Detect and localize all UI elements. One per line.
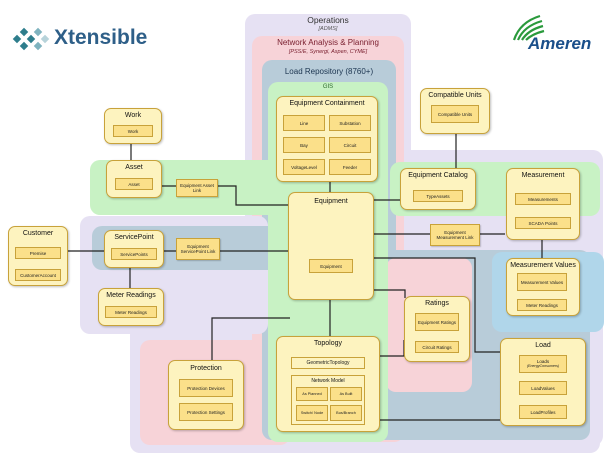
ratings-title: Ratings	[425, 300, 449, 307]
operations-sublabel: [ADMS]	[318, 26, 338, 32]
load-box: Load Loads (EnergyConsumers) LoadValues …	[500, 338, 586, 426]
meter-readings-item: Meter Readings	[105, 306, 157, 318]
containment-substation: Substation	[329, 115, 371, 131]
equipment-measurement-link: Equipment Measurement Link	[430, 224, 480, 246]
ratings-circuit: Circuit Ratings	[415, 341, 459, 353]
load-title: Load	[535, 342, 551, 349]
equipment-containment-title: Equipment Containment	[289, 100, 365, 107]
topology-title: Topology	[313, 340, 343, 347]
equipment-protection-connector	[211, 317, 290, 360]
containment-bay: Bay	[283, 137, 325, 153]
servicepoint-title: ServicePoint	[114, 234, 154, 241]
equipment-load-connector	[373, 257, 500, 353]
network-model-box: Network Model As Planned As Built Switch…	[291, 375, 365, 425]
equipment-box: Equipment Equipment	[288, 192, 374, 300]
customer-account: CustomerAccount	[15, 269, 61, 281]
xtensible-mark-icon	[12, 27, 50, 51]
equipment-catalog-item: TypeAssets	[413, 190, 463, 202]
network-model-bus-branch: Bus/Branch	[330, 405, 362, 421]
repository-label: Load Repository (8760+)	[284, 67, 374, 76]
work-box: Work Work	[104, 108, 162, 144]
ratings-equipment: Equipment Ratings	[415, 313, 459, 331]
gis-label: GIS	[322, 84, 334, 90]
network-model-switch-node: Switch/ Node	[296, 405, 328, 421]
xtensible-logo: Xtensible	[12, 26, 162, 54]
equipment-title: Equipment	[314, 198, 348, 205]
load-values: LoadValues	[519, 381, 567, 395]
load-loads: Loads (EnergyConsumers)	[519, 355, 567, 373]
containment-voltagelevel: VoltageLevel	[283, 159, 325, 175]
asset-box: Asset Asset	[106, 160, 162, 198]
measurement-values-item: Measurement Values	[517, 273, 567, 291]
containment-circuit: Circuit	[329, 137, 371, 153]
asset-item: Asset	[115, 178, 153, 190]
protection-settings: Protection Settings	[179, 403, 233, 421]
ratings-box: Ratings Equipment Ratings Circuit Rating…	[404, 296, 470, 362]
asset-title: Asset	[125, 164, 143, 171]
meter-readings-box: Meter Readings Meter Readings	[98, 288, 164, 326]
equipment-ratings-connector	[373, 289, 406, 298]
xtensible-wordmark: Xtensible	[54, 26, 148, 49]
network-label: Network Analysis & Planning	[277, 38, 379, 47]
protection-box: Protection Protection Devices Protection…	[168, 360, 244, 430]
network-model-as-built: As Built	[330, 387, 362, 401]
meter-readings-title: Meter Readings	[106, 292, 156, 299]
measurement-scada: SCADA Points	[515, 217, 571, 229]
load-loads-sublabel: (EnergyConsumers)	[526, 364, 560, 368]
equipment-asset-link: Equipment Asset Link	[176, 179, 218, 197]
measurement-box: Measurement Measurements SCADA Points	[506, 168, 580, 240]
network-model-as-planned: As Planned	[296, 387, 328, 401]
topology-geometric: GeometricTopology	[291, 357, 365, 369]
servicepoint-box: ServicePoint ServicePoints	[104, 230, 164, 268]
load-loads-label: Loads	[536, 359, 550, 364]
customer-title: Customer	[22, 230, 54, 237]
equipment-servicepoint-link: Equipment ServicePoint Link	[176, 238, 220, 260]
topology-box: Topology GeometricTopology Network Model…	[276, 336, 380, 432]
customer-box: Customer Premise CustomerAccount	[8, 226, 68, 286]
ameren-wordmark: Ameren	[528, 34, 592, 53]
measurement-values-box: Measurement Values Measurement Values Me…	[506, 258, 580, 316]
load-profiles: LoadProfiles	[519, 405, 567, 419]
measurement-title: Measurement	[521, 172, 565, 179]
compatible-units-box: Compatible Units Compatible Units	[420, 88, 490, 134]
measurement-values-meter: Meter Readings	[517, 299, 567, 311]
topology-ratings-connector	[378, 340, 405, 357]
equipment-catalog-title: Equipment Catalog	[408, 172, 468, 179]
customer-premise: Premise	[15, 247, 61, 259]
protection-devices: Protection Devices	[179, 379, 233, 397]
work-title: Work	[124, 112, 142, 119]
equipment-catalog-box: Equipment Catalog TypeAssets	[400, 168, 476, 210]
ameren-logo: Ameren	[508, 12, 600, 56]
work-item: Work	[113, 125, 153, 137]
equipment-item: Equipment	[309, 259, 353, 273]
network-model-title: Network Model	[311, 378, 345, 384]
ameren-sunburst-icon	[512, 14, 545, 41]
compatible-units-item: Compatible Units	[431, 105, 479, 123]
servicepoint-item: ServicePoints	[111, 248, 157, 260]
operations-label: Operations	[307, 15, 349, 25]
compatible-units-title: Compatible Units	[428, 92, 482, 99]
containment-feeder: Feeder	[329, 159, 371, 175]
equipment-containment-box: Equipment Containment Line Substation Ba…	[276, 96, 378, 182]
containment-line: Line	[283, 115, 325, 131]
measurement-measurements: Measurements	[515, 193, 571, 205]
protection-title: Protection	[190, 365, 222, 372]
measurement-values-title: Measurement Values	[510, 262, 576, 269]
network-sublabel: [PSS/E, Synergi, Aspen, CYME]	[288, 49, 368, 55]
